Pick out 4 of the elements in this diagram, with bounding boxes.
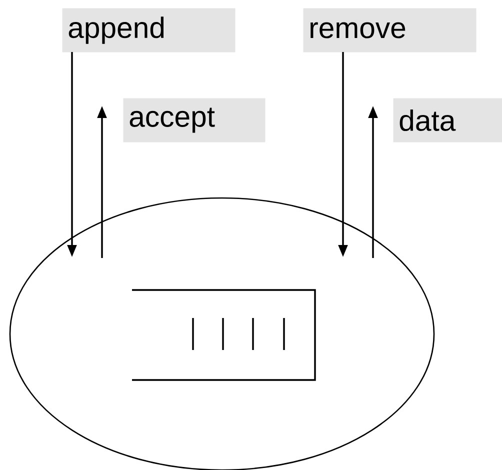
label-box: remove — [303, 8, 476, 52]
label-box: accept — [123, 98, 266, 142]
label-box: data — [393, 98, 502, 142]
label-box: append — [62, 8, 236, 52]
